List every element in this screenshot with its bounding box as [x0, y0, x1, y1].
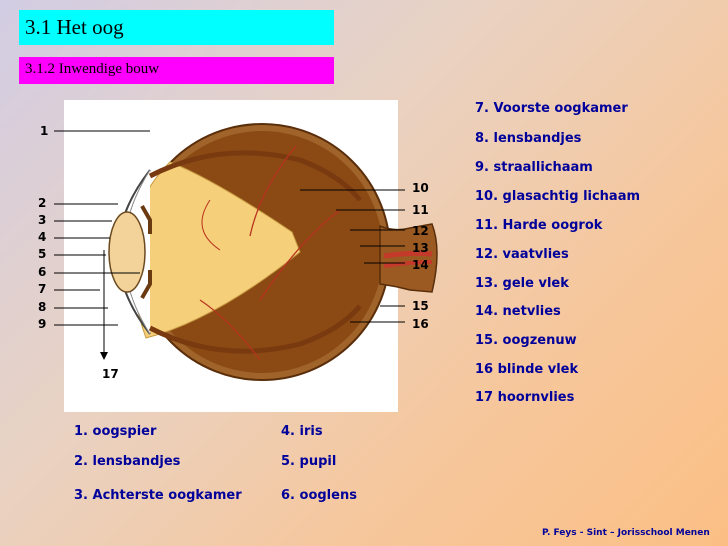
label-17: 17: [102, 367, 119, 381]
label-11: 11: [412, 203, 429, 217]
label-2: 2: [38, 196, 47, 210]
label-4: 4: [38, 230, 47, 244]
legend-item-16: 16 blinde vlek: [475, 362, 579, 377]
label-3: 3: [38, 213, 47, 227]
legend-item-4: 4. iris: [281, 424, 323, 439]
label-14: 14: [412, 258, 429, 272]
label-5: 5: [38, 247, 47, 261]
label-8: 8: [38, 300, 47, 314]
legend-item-11: 11. Harde oogrok: [475, 218, 603, 233]
label-10: 10: [412, 181, 429, 195]
page-subtitle: 3.1.2 Inwendige bouw: [19, 57, 334, 84]
legend-item-2: 2. lensbandjes: [74, 454, 181, 469]
legend-item-6: 6. ooglens: [281, 488, 357, 503]
legend-item-1: 1. oogspier: [74, 424, 157, 439]
legend-item-17: 17 hoornvlies: [475, 390, 575, 405]
label-13: 13: [412, 241, 429, 255]
leader-lines-left: [54, 130, 150, 326]
label-15: 15: [412, 299, 429, 313]
legend-item-3: 3. Achterste oogkamer: [74, 488, 242, 503]
legend-item-13: 13. gele vlek: [475, 276, 569, 291]
legend-item-9: 9. straallichaam: [475, 160, 593, 175]
label-9: 9: [38, 317, 47, 331]
label-12: 12: [412, 224, 429, 238]
lens: [108, 211, 146, 293]
label-7: 7: [38, 282, 47, 296]
leader-lines-right: [300, 189, 405, 323]
legend-item-7: 7. Voorste oogkamer: [475, 101, 628, 116]
legend-item-14: 14. netvlies: [475, 304, 561, 319]
legend-item-8: 8. lensbandjes: [475, 131, 582, 146]
optic-nerve-vessel: [383, 250, 433, 259]
legend-item-15: 15. oogzenuw: [475, 333, 577, 348]
label-16: 16: [412, 317, 429, 331]
page-title: 3.1 Het oog: [19, 10, 334, 45]
iris: [140, 205, 152, 234]
legend-item-5: 5. pupil: [281, 454, 337, 469]
legend-item-10: 10. glasachtig lichaam: [475, 189, 641, 204]
blood-vessels: [249, 145, 297, 237]
legend-item-12: 12. vaatvlies: [475, 247, 569, 262]
label-6: 6: [38, 265, 47, 279]
label-1: 1: [40, 124, 49, 138]
credit-line: P. Feys - Sint – Jorisschool Menen: [542, 528, 710, 538]
